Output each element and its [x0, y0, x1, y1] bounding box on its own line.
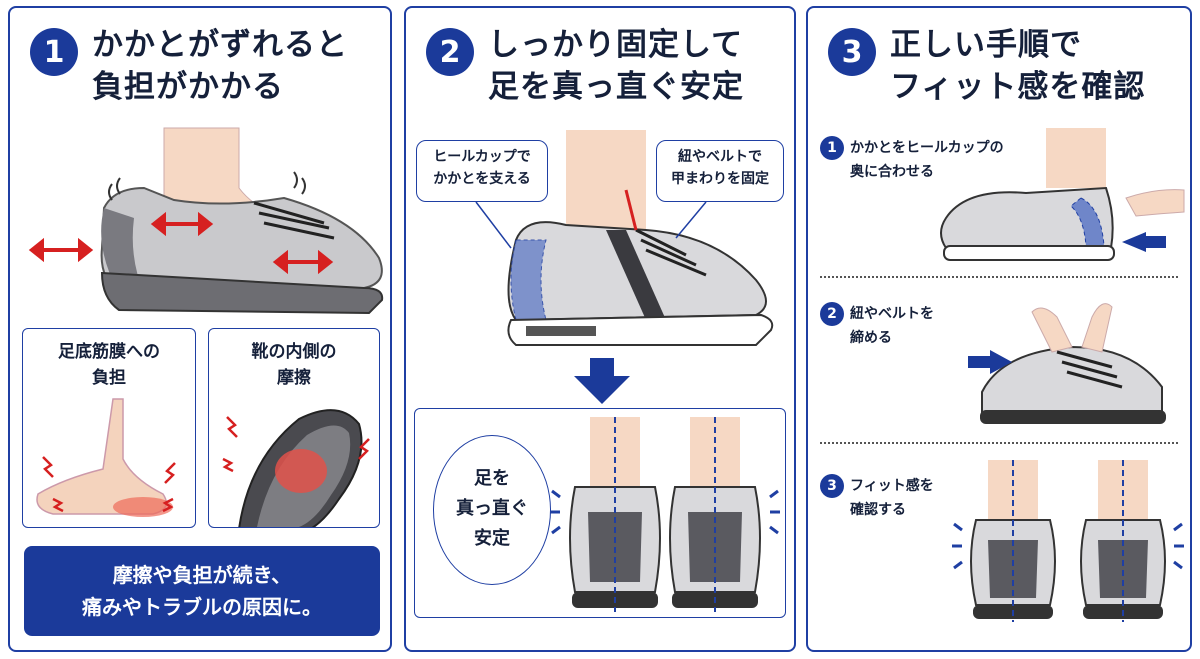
divider-1 — [820, 276, 1178, 278]
divider-2 — [820, 442, 1178, 444]
laces-callout-line-2: 甲まわりを固定 — [671, 171, 769, 187]
substep-3: 3 フィット感を 確認する — [820, 474, 970, 534]
substep-3-line-2: 確認する — [850, 502, 906, 518]
conclusion-line-2: 痛みやトラブルの原因に。 — [82, 595, 322, 619]
conclusion-banner: 摩擦や負担が続き、 痛みやトラブルの原因に。 — [24, 546, 380, 636]
panel-1-header: 1 かかとがずれると 負担がかかる — [30, 24, 380, 124]
plantar-fascia-box: 足底筋膜への 負担 — [22, 328, 196, 528]
panel-2-title: しっかり固定して 足を真っ直ぐ安定 — [488, 24, 744, 108]
foot-pain-illustration — [36, 398, 176, 517]
step-number-2: 2 — [426, 28, 474, 76]
substep-2-number: 2 — [820, 302, 844, 326]
friction-caption-line-1: 靴の内側の — [251, 342, 337, 362]
substep-2-line-1: 紐やベルトを — [850, 306, 934, 322]
panel-1-title: かかとがずれると 負担がかかる — [92, 24, 348, 108]
panel-3-title-line-2: フィット感を確認 — [890, 69, 1146, 105]
substep-1-text: かかとをヒールカップの 奥に合わせる — [850, 136, 1004, 184]
panel-heel-slip: 1 かかとがずれると 負担がかかる 足底筋膜への 負担 — [8, 6, 392, 652]
panel-3-title: 正しい手順で フィット感を確認 — [890, 24, 1145, 108]
substep-2: 2 紐やベルトを 締める — [820, 302, 970, 362]
heel-cup-callout-line-2: かかとを支える — [433, 171, 531, 187]
secured-shoe-illustration — [507, 130, 774, 346]
heel-alignment-illustration — [940, 128, 1185, 261]
inner-friction-box: 靴の内側の 摩擦 — [208, 328, 380, 528]
friction-caption-line-2: 摩擦 — [277, 368, 311, 388]
substep-1-number: 1 — [820, 136, 844, 160]
aligned-heels-illustration — [550, 417, 780, 612]
panel-2-header: 2 しっかり固定して 足を真っ直ぐ安定 — [426, 24, 784, 124]
substep-2-line-2: 締める — [850, 330, 892, 346]
lacing-illustration — [968, 303, 1166, 424]
plantar-fascia-caption: 足底筋膜への 負担 — [23, 339, 195, 391]
conclusion-line-1: 摩擦や負担が続き、 — [112, 563, 292, 587]
down-arrow-icon — [574, 358, 630, 404]
substep-1: 1 かかとをヒールカップの 奥に合わせる — [820, 136, 1020, 196]
insole-friction-illustration — [222, 409, 370, 527]
substep-2-text: 紐やベルトを 締める — [850, 302, 934, 350]
fit-check-heels-illustration — [952, 460, 1184, 622]
substep-3-line-1: フィット感を — [850, 478, 934, 494]
panel-1-title-line-2: 負担がかかる — [92, 69, 284, 105]
slipping-shoe-illustration — [28, 127, 384, 315]
laces-callout-line-1: 紐やベルトで — [678, 149, 762, 165]
heel-cup-callout-line-1: ヒールカップで — [433, 149, 531, 165]
plantar-caption-line-1: 足底筋膜への — [58, 342, 160, 362]
substep-1-line-2: 奥に合わせる — [850, 164, 934, 180]
substep-3-number: 3 — [820, 474, 844, 498]
panel-2-title-line-2: 足を真っ直ぐ安定 — [488, 69, 744, 105]
panel-3-title-line-1: 正しい手順で — [890, 27, 1082, 63]
oval-line-1: 足を — [474, 468, 510, 489]
friction-caption: 靴の内側の 摩擦 — [209, 339, 379, 391]
laces-callout: 紐やベルトで 甲まわりを固定 — [656, 140, 784, 202]
oval-line-2: 真っ直ぐ — [456, 498, 528, 519]
plantar-caption-line-2: 負担 — [92, 368, 126, 388]
panel-secure-fit: 2 しっかり固定して 足を真っ直ぐ安定 ヒールカップで かかとを支える 紐やベル… — [404, 6, 796, 652]
step-number-3: 3 — [828, 28, 876, 76]
substep-1-line-1: かかとをヒールカップの — [850, 140, 1004, 156]
heel-cup-callout: ヒールカップで かかとを支える — [416, 140, 548, 202]
panel-3-header: 3 正しい手順で フィット感を確認 — [828, 24, 1180, 124]
panel-1-title-line-1: かかとがずれると — [92, 27, 348, 63]
oval-line-3: 安定 — [474, 528, 510, 549]
straight-stable-oval: 足を 真っ直ぐ 安定 — [433, 435, 551, 585]
step-number-1: 1 — [30, 28, 78, 76]
straight-stable-box: 足を 真っ直ぐ 安定 — [414, 408, 786, 618]
panel-2-title-line-1: しっかり固定して — [488, 27, 744, 63]
panel-fit-check: 3 正しい手順で フィット感を確認 1 かかとをヒールカップの 奥に合わせる 2… — [806, 6, 1192, 652]
callout-pointer-lines — [475, 201, 707, 249]
substep-3-text: フィット感を 確認する — [850, 474, 934, 522]
